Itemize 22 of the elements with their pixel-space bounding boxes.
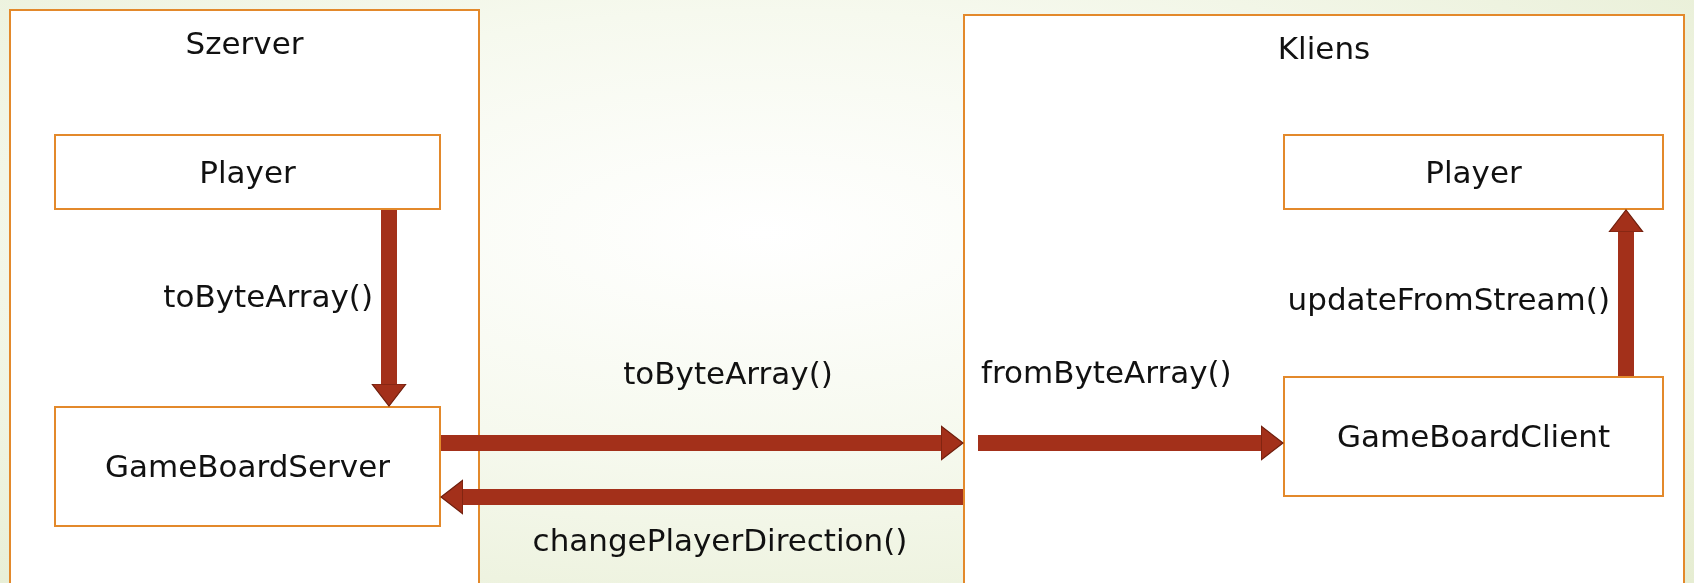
edge-label: changePlayerDirection() xyxy=(532,522,908,558)
class-box xyxy=(1283,134,1664,210)
arrow xyxy=(371,210,407,407)
arrow xyxy=(440,479,963,515)
edge-label: updateFromStream() xyxy=(1287,281,1610,317)
class-box xyxy=(54,134,441,210)
arrow xyxy=(1608,209,1644,376)
container-box xyxy=(963,14,1685,583)
arrow xyxy=(441,425,964,461)
arrow xyxy=(978,425,1284,461)
container-box xyxy=(9,9,480,583)
edge-label: toByteArray() xyxy=(623,355,833,391)
edge-label: toByteArray() xyxy=(163,278,373,314)
class-name: GameBoardServer xyxy=(103,447,392,486)
class-box xyxy=(1283,376,1664,497)
class-name: GameBoardClient xyxy=(1335,417,1612,456)
group-title: Szerver xyxy=(184,25,305,61)
class-name: Player xyxy=(1424,153,1523,192)
group-title: Kliens xyxy=(1276,30,1372,66)
edge-label: fromByteArray() xyxy=(981,354,1232,390)
class-name: Player xyxy=(198,153,297,192)
class-box xyxy=(54,406,441,527)
